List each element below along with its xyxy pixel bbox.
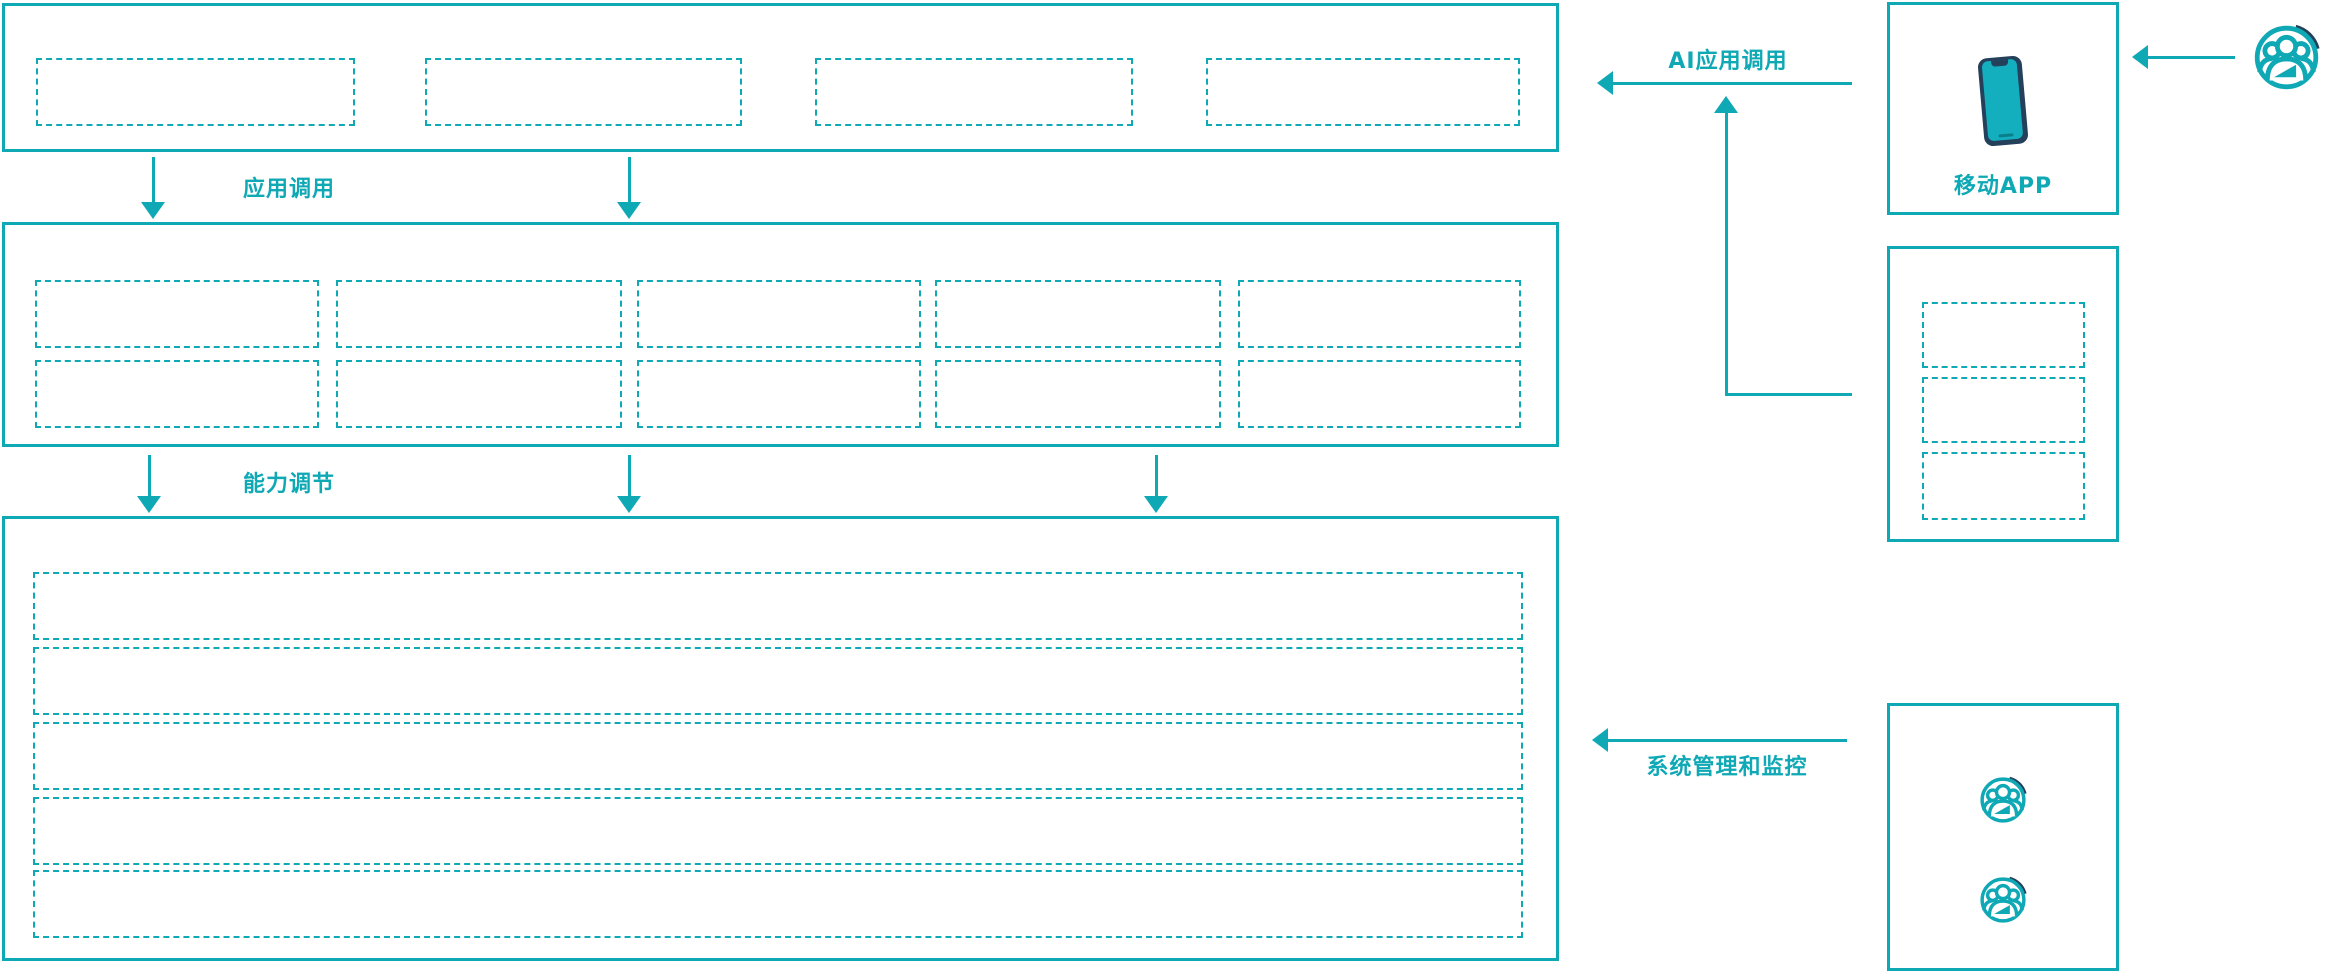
application-placeholder-box — [815, 58, 1133, 126]
capability-placeholder-box — [637, 280, 921, 348]
user-to-app-arrow-line — [2147, 56, 2235, 59]
right-bottom-admin-panel — [1887, 703, 2119, 971]
application-placeholder-box — [36, 58, 355, 126]
system-management-arrow-line — [1607, 739, 1847, 742]
layer-placeholder-row — [33, 722, 1523, 790]
mobile-phone-icon — [1977, 55, 2029, 147]
capability-placeholder-box — [935, 280, 1221, 348]
capability-placeholder-box — [637, 360, 921, 428]
application-placeholder-box — [425, 58, 742, 126]
capability-arrow-line — [148, 455, 151, 497]
capability-arrow-line — [1155, 455, 1158, 497]
user-group-icon — [2250, 21, 2323, 94]
application-placeholder-box — [1206, 58, 1520, 126]
app-call-arrow-line — [152, 157, 155, 203]
user-group-icon — [1977, 774, 2029, 826]
user-group-icon — [1977, 874, 2029, 926]
elbow-connector-arrowhead — [1714, 96, 1738, 113]
ai-app-call-arrow-line — [1612, 82, 1852, 85]
app-call-arrowhead — [617, 202, 641, 219]
layer-placeholder-row — [33, 572, 1523, 640]
ai-app-call-label: AI应用调用 — [1668, 49, 1788, 74]
capability-placeholder-box — [35, 280, 319, 348]
elbow-connector-vertical — [1725, 112, 1728, 395]
elbow-connector-horizontal — [1725, 393, 1852, 396]
layer-placeholder-row — [33, 870, 1523, 938]
capability-placeholder-box — [336, 280, 622, 348]
mobile-app-label: 移动APP — [1953, 174, 2053, 199]
system-management-label: 系统管理和监控 — [1646, 755, 1808, 780]
right-placeholder-box — [1922, 377, 2085, 443]
layer-placeholder-row — [33, 797, 1523, 865]
layer-placeholder-row — [33, 647, 1523, 715]
capability-placeholder-box — [935, 360, 1221, 428]
capability-arrowhead — [137, 496, 161, 513]
capability-arrow-line — [628, 455, 631, 497]
capability-placeholder-box — [1238, 280, 1521, 348]
capability-placeholder-box — [35, 360, 319, 428]
phone-screen — [1981, 58, 2024, 142]
right-placeholder-box — [1922, 302, 2085, 368]
app-call-arrow-line — [628, 157, 631, 203]
app-call-arrowhead — [141, 202, 165, 219]
capability-placeholder-box — [336, 360, 622, 428]
right-placeholder-box — [1922, 452, 2085, 520]
capability-arrowhead — [617, 496, 641, 513]
capability-adjust-label: 能力调节 — [242, 472, 336, 497]
system-management-arrowhead — [1592, 728, 1608, 752]
ai-app-call-arrowhead — [1597, 71, 1613, 95]
capability-placeholder-box — [1238, 360, 1521, 428]
user-to-app-arrowhead — [2132, 45, 2148, 69]
capability-arrowhead — [1144, 496, 1168, 513]
app-call-label: 应用调用 — [242, 177, 336, 202]
